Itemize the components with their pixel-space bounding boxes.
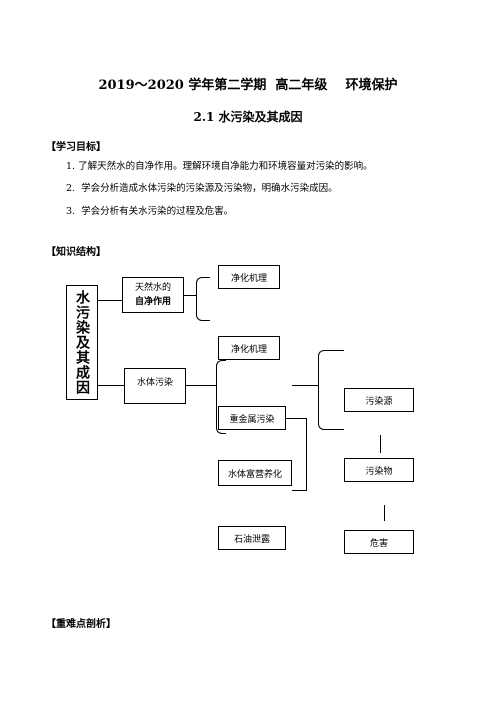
objective-1: 1. 了解天然水的自净作用。理解环境自净能力和环境容量对污染的影响。: [66, 161, 373, 172]
lesson-title: 2.1 水污染及其成因: [193, 110, 303, 124]
harm-node: 危害: [344, 530, 414, 554]
connector: [98, 385, 124, 386]
connector: [292, 490, 307, 491]
objective-2: 2. 学会分析造成水体污染的污染源及污染物，明确水污染成因。: [66, 183, 338, 194]
connector: [306, 418, 307, 490]
eutrophication-node: 水体富营养化: [218, 460, 292, 486]
section-key-points: 【重难点剖析】: [46, 619, 116, 630]
bracket-purify: [196, 277, 210, 321]
heavy-metal-node: 重金属污染: [218, 406, 286, 430]
connector: [184, 295, 196, 296]
natural-water-label-1: 天然水的: [134, 283, 171, 293]
connector: [186, 385, 216, 386]
connector: [292, 385, 318, 386]
natural-water-label-2: 自净作用: [134, 297, 171, 307]
oil-leak-node: 石油泄露: [218, 526, 286, 550]
bracket-pollution-types: [216, 360, 226, 434]
connector: [286, 418, 306, 419]
connector: [380, 435, 381, 453]
natural-water-node: 天然水的 自净作用: [122, 277, 184, 313]
objective-3: 3. 学会分析有关水污染的过程及危害。: [66, 206, 234, 217]
purify-mechanism-node-1: 净化机理: [218, 265, 280, 289]
water-pollution-node: 水体污染: [124, 368, 186, 404]
connector: [98, 300, 122, 301]
bracket-source: [318, 350, 344, 430]
page-title: 2019～2020 学年第二学期 高二年级 环境保护: [98, 78, 398, 93]
connector: [384, 505, 385, 521]
pollution-source-node: 污染源: [344, 388, 414, 412]
section-objectives: 【学习目标】: [46, 142, 106, 153]
purify-mechanism-node-2: 净化机理: [218, 336, 280, 360]
pollutant-node: 污染物: [344, 458, 414, 482]
section-structure: 【知识结构】: [46, 247, 106, 258]
diagram-main-node: 水污染及其成因: [66, 285, 98, 400]
